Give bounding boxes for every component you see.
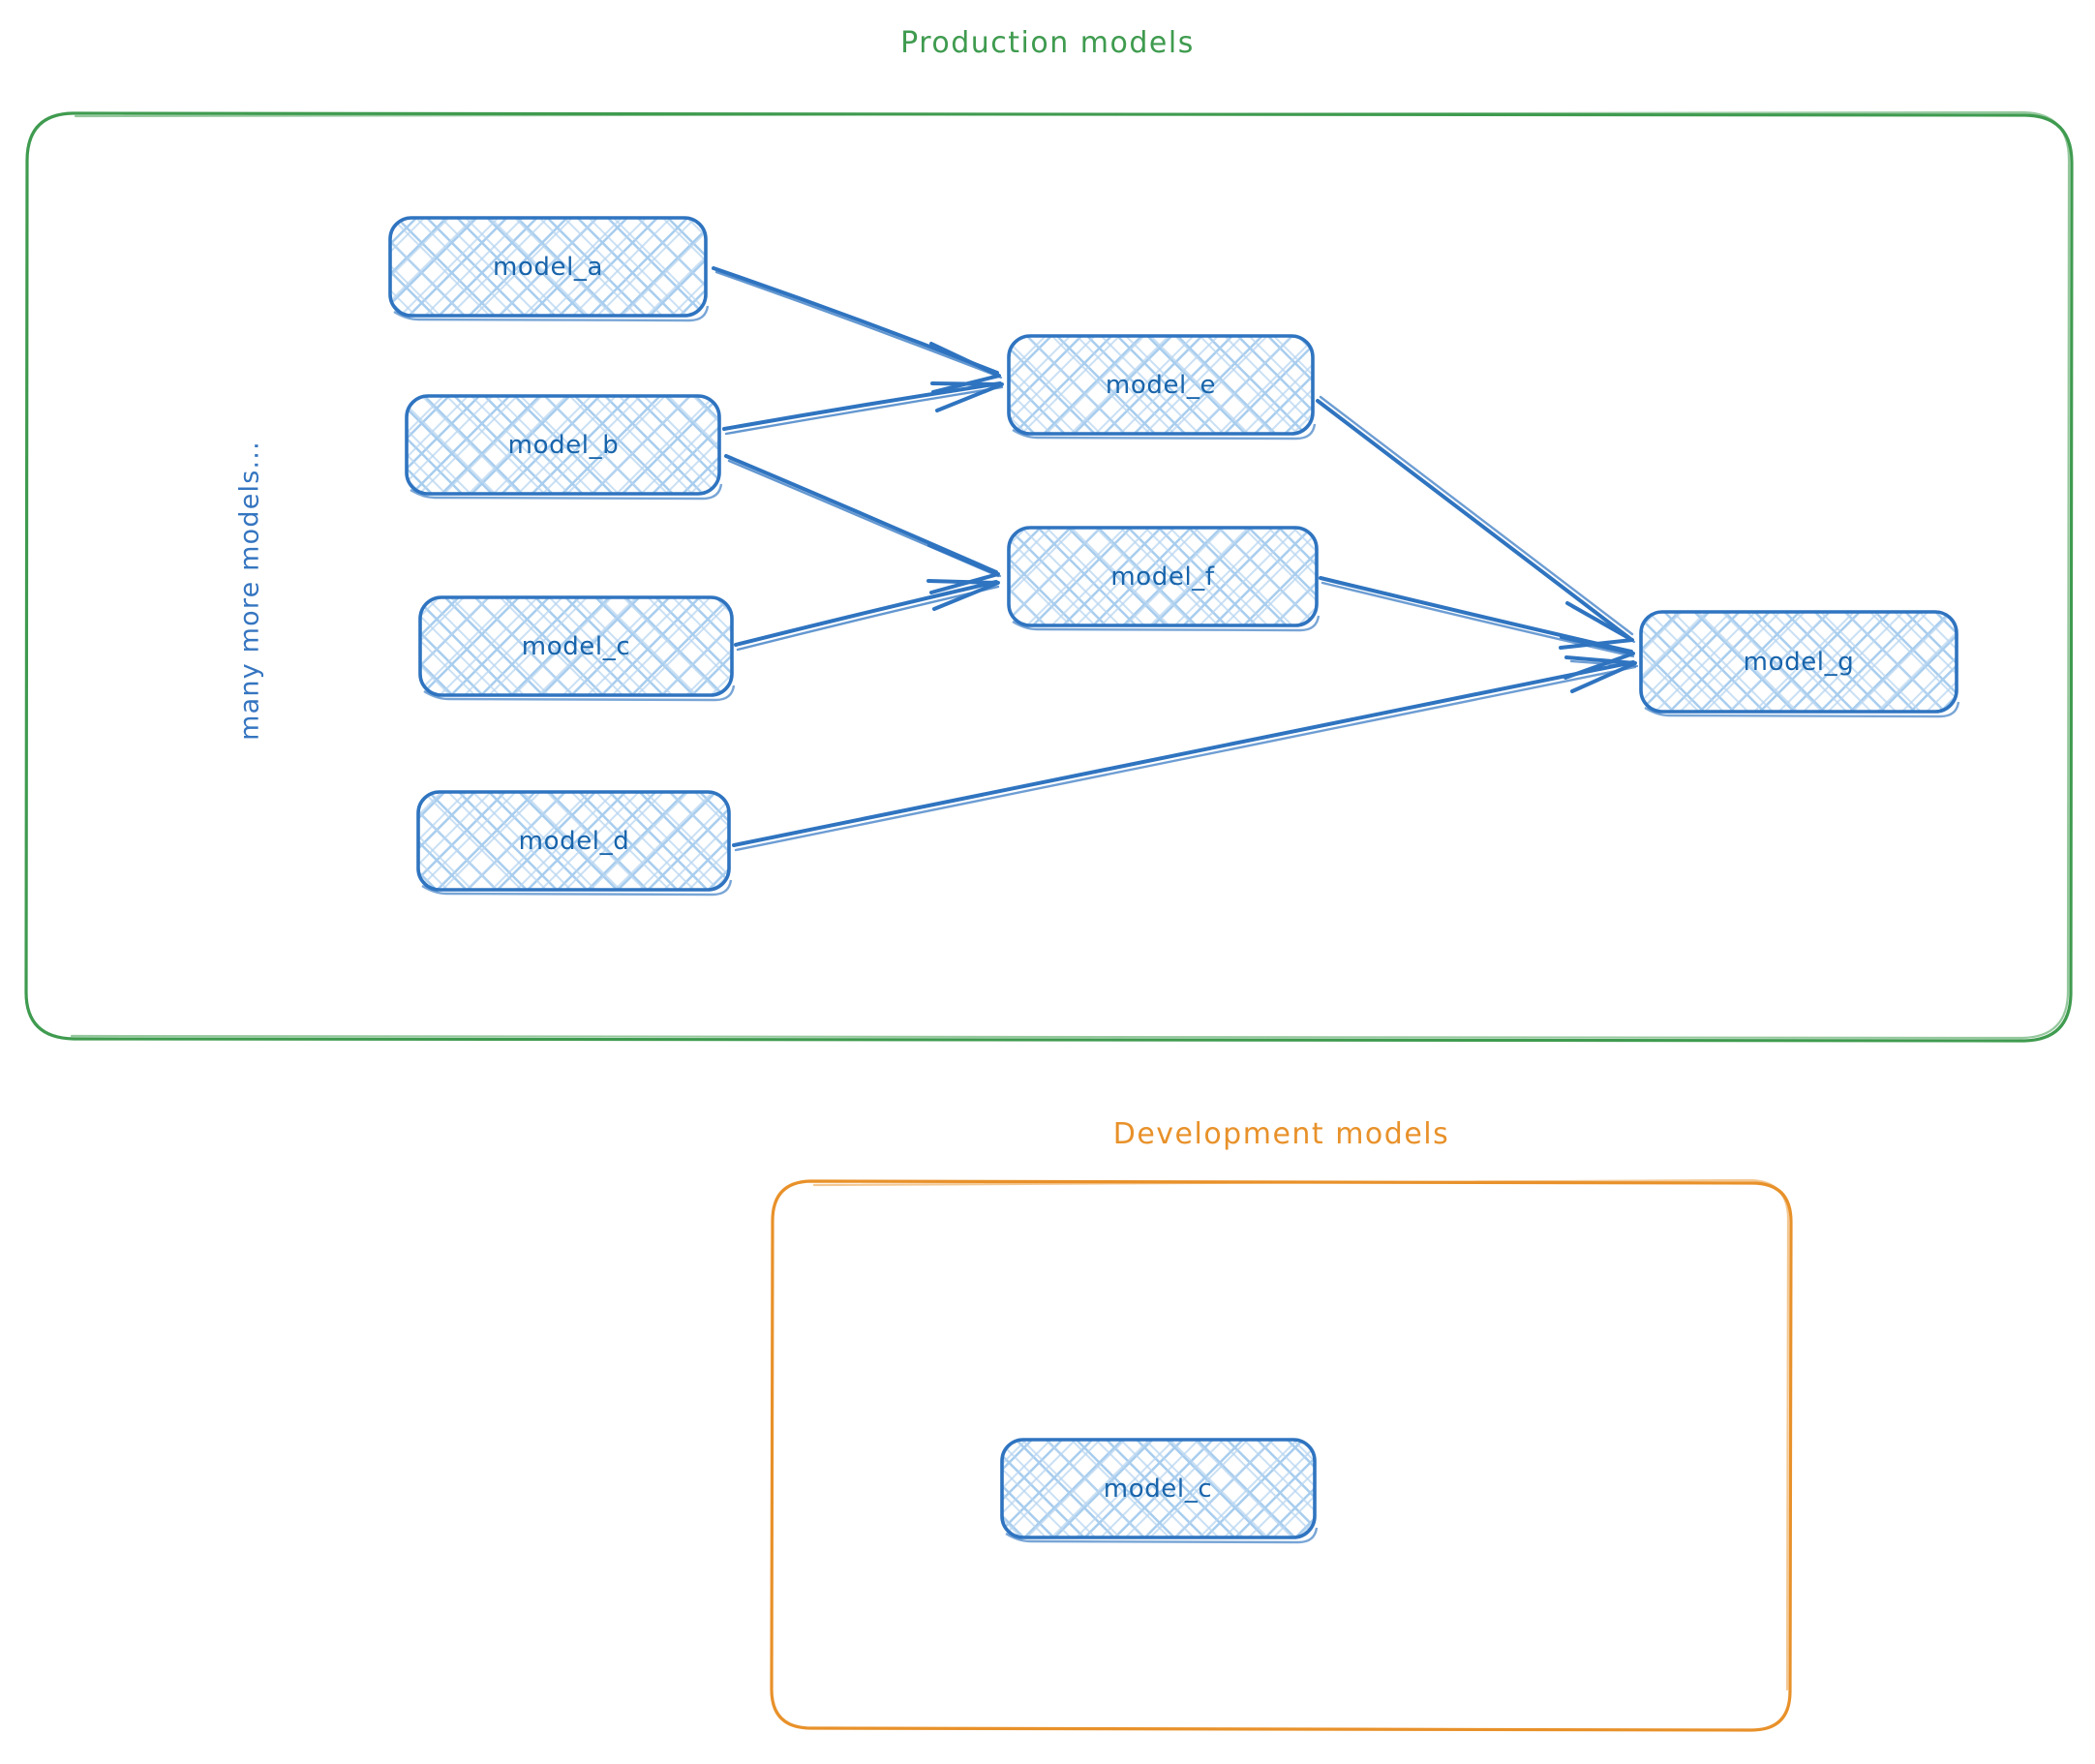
edge-model-d-to-model-g[interactable] bbox=[732, 655, 1639, 852]
group-production-frame[interactable] bbox=[24, 110, 2074, 1043]
node-model-a[interactable] bbox=[388, 216, 710, 322]
node-model-e[interactable] bbox=[1007, 334, 1317, 441]
edge-model-a-to-model-e[interactable] bbox=[712, 266, 1003, 394]
development-group-title: Development models bbox=[1112, 1117, 1450, 1151]
edge-model-c-to-model-f[interactable] bbox=[734, 579, 1000, 652]
node-model-g[interactable] bbox=[1639, 610, 1960, 718]
many-more-models-note: many more models... bbox=[234, 441, 265, 741]
node-model-c-production[interactable] bbox=[418, 595, 736, 702]
node-layer bbox=[388, 216, 1960, 1544]
production-group-title: Production models bbox=[900, 26, 1195, 60]
node-model-c-development[interactable] bbox=[1000, 1438, 1319, 1544]
edge-model-b-to-model-f[interactable] bbox=[724, 454, 1002, 594]
edge-model-e-to-model-g[interactable] bbox=[1316, 395, 1636, 650]
edge-layer bbox=[712, 266, 1639, 852]
group-development-frame[interactable] bbox=[770, 1178, 1793, 1732]
node-model-b[interactable] bbox=[405, 394, 723, 501]
node-model-f[interactable] bbox=[1007, 526, 1321, 632]
node-model-d[interactable] bbox=[416, 790, 733, 897]
edge-model-b-to-model-e[interactable] bbox=[722, 381, 1004, 436]
